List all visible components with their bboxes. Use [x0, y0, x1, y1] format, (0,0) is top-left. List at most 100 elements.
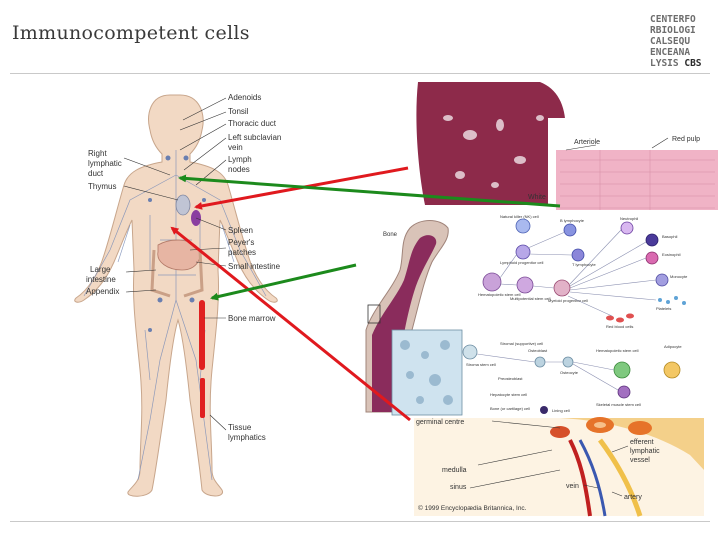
osteocyte-circle: [562, 356, 574, 368]
label-tonsil: Tonsil: [228, 107, 249, 116]
label-appendix: Appendix: [86, 287, 119, 296]
label-efferent-lymphatic: lymphatic: [630, 448, 660, 455]
label-bone-marrow: Bone marrow: [228, 314, 276, 323]
connector-arrows: [170, 166, 561, 422]
spleen-tissue: [416, 82, 566, 205]
label-efferent: efferent: [630, 439, 654, 446]
label-large-intestine: intestine: [86, 275, 116, 284]
label-red-blood-cells: Red blood cells: [606, 324, 633, 329]
label-spleen: Spleen: [228, 226, 253, 235]
label-left-subclavian: Left subclavian: [228, 133, 281, 142]
label-platelets: Platelets: [656, 306, 671, 311]
germinal-centres: [550, 417, 652, 438]
logo-line-2: RBIOLOGI: [650, 25, 696, 36]
b-lymphocyte-circle: [563, 223, 577, 237]
cbs-logo: CENTERFO RBIOLOGI CALSEQU ENCEANA LYSIS …: [650, 14, 712, 69]
monocyte-circle: [655, 273, 669, 287]
label-artery: artery: [624, 494, 642, 501]
label-white: White: [528, 194, 546, 201]
label-preosteoblast: Preosteoblast: [498, 376, 523, 381]
bone-marrow-core: [372, 235, 437, 412]
red-blood-cells-cluster: [606, 313, 634, 323]
node-vessels: [568, 439, 592, 517]
label-hepatocyte: Hepatocyte stem cell: [490, 392, 527, 397]
logo-line-3: CALSEQU: [650, 36, 691, 47]
body-labels: Adenoids Tonsil Thoracic duct Left subcl…: [86, 93, 281, 442]
label-stem-cell: Hematopoietic stem cell: [478, 292, 521, 297]
label-left-subclavian-vein: vein: [228, 143, 243, 152]
label-medulla: medulla: [442, 467, 467, 474]
label-t-lymphocyte: T lymphocyte: [572, 262, 596, 267]
logo-line-4: ENCEANA: [650, 47, 691, 58]
label-right-lymphatic: lymphatic: [88, 159, 122, 168]
label-neutrophil: Neutrophil: [620, 216, 638, 221]
label-thoracic-duct: Thoracic duct: [228, 119, 277, 128]
label-stroma-cell: Stroma stem cell: [466, 362, 496, 367]
marrow-closeup-cells: [400, 340, 453, 405]
slide-title: Immunocompetent cells: [12, 22, 250, 44]
bone-marrow-image: Bone Natural killer (NK) cell Lymphoid p…: [362, 210, 718, 418]
logo-line-5: LYSIS CBS: [650, 58, 712, 69]
label-b-lymphocyte: B lymphocyte: [560, 218, 585, 223]
label-germinal-centre: germinal centre: [416, 419, 464, 426]
label-leader-lines: [123, 97, 227, 431]
label-basophil: Basophil: [662, 234, 677, 239]
label-bone-cell: Bone (or cartilage) cell: [490, 406, 530, 411]
femur-bone-marrow: [199, 300, 205, 370]
label-lymph: Lymph: [228, 155, 252, 164]
lymphoid-cell-circle: [515, 244, 531, 260]
t-lymphocyte-circle: [571, 248, 585, 262]
node-efferent: [597, 438, 643, 517]
label-thymus: Thymus: [88, 182, 116, 191]
stroma-stem-circle: [462, 344, 478, 360]
spleen-section-image: Arteriole Red pulp White: [416, 82, 718, 218]
logo-line-1: CENTERFO: [650, 14, 696, 25]
osteoblast-circle: [534, 356, 546, 368]
label-lining-cell: Lining cell: [552, 408, 570, 413]
label-red-pulp: Red pulp: [672, 136, 700, 143]
logo-line-5-text: LYSIS: [650, 58, 679, 69]
footer-divider: [10, 521, 710, 522]
astrocyte-circle: [613, 361, 631, 379]
label-eosinophil: Eosinophil: [662, 252, 681, 257]
platelets-cluster: [658, 296, 686, 305]
label-osteocyte: Osteocyte: [560, 370, 579, 375]
label-right-duct: duct: [88, 169, 104, 178]
stem-cell-circle: [482, 272, 502, 292]
label-sinus: sinus: [450, 484, 467, 491]
lining-cell-circle: [540, 406, 548, 414]
skeletal-muscle-circle: [617, 385, 631, 399]
adipocyte-circle: [663, 361, 681, 379]
label-bone: Bone: [383, 232, 398, 238]
multipotential-cell-circle: [516, 276, 534, 294]
human-body-figure: Adenoids Tonsil Thoracic duct Left subcl…: [74, 93, 281, 497]
label-large: Large: [90, 265, 111, 274]
neutrophil-circle: [620, 221, 634, 235]
basophil-circle: [645, 233, 659, 247]
arrow-node-to-spleen: [170, 226, 411, 422]
node-labels: germinal centre medulla sinus efferent l…: [416, 419, 660, 512]
label-nk-cell: Natural killer (NK) cell: [500, 214, 539, 219]
spleen-white-pulp: [443, 115, 544, 188]
lymph-node-image: germinal centre medulla sinus efferent l…: [414, 417, 704, 517]
label-hsc-right: Hematopoietic stem cell: [596, 348, 639, 353]
cell-lineage-lines: [476, 229, 657, 391]
red-pulp-texture: [560, 150, 715, 218]
label-tissue: Tissue: [228, 423, 252, 432]
label-lymph-nodes: nodes: [228, 165, 250, 174]
intestine-organ: [157, 239, 201, 271]
label-monocyte: Monocyte: [670, 274, 688, 279]
label-skeletal-muscle: Skeletal muscle stem cell: [596, 402, 641, 407]
label-adipocyte: Adipocyte: [664, 344, 682, 349]
myeloid-cell-circle: [553, 279, 571, 297]
node-vein: [578, 439, 607, 517]
label-lymphoid: Lymphoid progenitor cell: [500, 260, 544, 265]
label-osteoblast: Osteoblast: [528, 348, 548, 353]
lymph-vessel-network: [83, 150, 267, 481]
thymus-organ: [175, 194, 191, 216]
label-efferent-vessel: vessel: [630, 457, 650, 464]
logo-cbs: CBS: [684, 58, 702, 69]
label-vein: vein: [566, 483, 579, 490]
arrow-spleen-to-lymph-node: [178, 174, 561, 208]
nk-cell-circle: [515, 218, 531, 234]
